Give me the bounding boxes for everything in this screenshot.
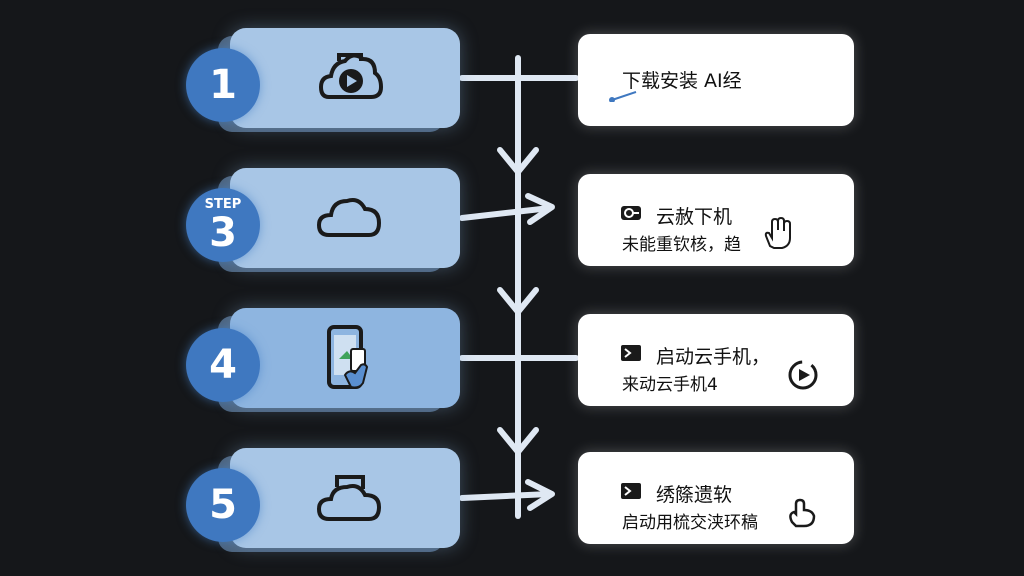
cloud-icon [315, 183, 385, 253]
step-number: 5 [209, 482, 237, 528]
step-title: 下载安装 AI经 [622, 70, 742, 92]
step-subtitle: 启动用梳交浃环稿 [622, 513, 758, 533]
step-text-card-3: 云赦下机 未能重钦核，趋 [578, 174, 854, 266]
step-card-5 [230, 448, 460, 548]
cloud-play-icon [315, 43, 385, 113]
hand-icon [760, 216, 794, 250]
step-badge-3: STEP 3 [186, 188, 260, 262]
step-number: 3 [209, 209, 237, 256]
terminal-icon [620, 344, 642, 362]
step-title: 云赦下机 [656, 206, 733, 228]
terminal-icon [620, 482, 642, 500]
step-badge-5: 5 [186, 468, 260, 542]
step-number: 4 [209, 342, 237, 388]
step-card-3 [230, 168, 460, 268]
step-text-card-5: 绣篨遗软 启动用梳交浃环稿 [578, 452, 854, 544]
hand-icon [784, 494, 818, 528]
step-title: 绣篨遗软 [656, 484, 733, 506]
step-badge-1: 1 [186, 48, 260, 122]
step-card-4 [230, 308, 460, 408]
step-subtitle: 来动云手机4 [622, 375, 718, 395]
step-subtitle: 未能重钦核，趋 [622, 235, 741, 255]
cloud-device-icon [315, 463, 385, 533]
link-icon [620, 204, 642, 222]
step-badge-4: 4 [186, 328, 260, 402]
step-number: 1 [209, 62, 237, 108]
play-circle-icon [786, 358, 820, 392]
phone-tap-icon [315, 323, 385, 393]
step-title: 启动云手机， [656, 346, 771, 368]
step-tag: STEP [204, 196, 242, 212]
pointer-icon [608, 88, 638, 102]
step-text-card-1: 下载安装 AI经 [578, 34, 854, 126]
step-text-card-4: 启动云手机， 来动云手机4 [578, 314, 854, 406]
step-card-1 [230, 28, 460, 128]
